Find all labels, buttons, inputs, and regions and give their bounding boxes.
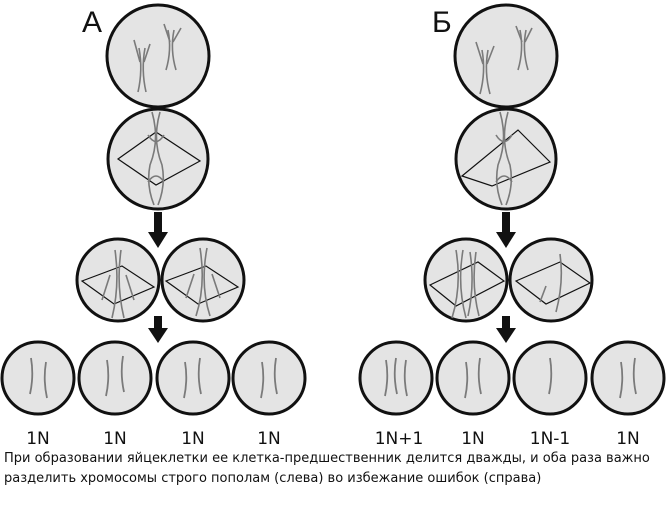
daughter-cell-b2 [435,340,511,416]
chromosome-icon [548,357,553,395]
ploidy-label-a4: 1N [257,429,281,449]
down-arrow-icon [148,316,168,343]
spindle-icon [514,261,592,305]
metaphase-cell-b [454,107,558,211]
parent-cell-a [105,3,211,109]
down-arrow-icon [496,316,516,343]
meiosis-ii-cell-b2 [508,237,594,323]
spindle-icon [428,261,506,307]
chromosome-icon [464,357,482,399]
meiosis-ii-cell-a1 [75,237,161,323]
chromosome-icon [147,111,165,206]
panel-b: 1N+1 1N 1N-1 1N [358,3,666,449]
down-arrow-icon [148,212,168,248]
chromosome-icon [29,357,48,399]
figure-caption: При образовании яйцеклетки ее клетка-пре… [4,449,666,489]
chromosome-icon [451,249,480,319]
spindle-icon [460,129,552,187]
chromosome-icon [539,253,563,313]
chromosome-icon [260,357,278,399]
chromosome-icon [619,357,637,399]
ploidy-label-b2: 1N [461,429,485,449]
ploidy-label-a2: 1N [103,429,127,449]
chromosome-icon [384,357,408,397]
daughter-cell-a3 [155,340,231,416]
ploidy-label-a3: 1N [181,429,205,449]
panel-a: 1N 1N 1N 1N [0,3,307,449]
ploidy-label-b4: 1N [616,429,640,449]
chromosome-icon [133,23,182,93]
metaphase-cell-a [106,107,210,211]
meiosis-ii-cell-a2 [160,237,246,323]
chromosome-icon [101,249,135,319]
caption-line-2: разделить хромосомы строго пополам (слев… [4,471,542,486]
spindle-icon [116,131,202,186]
panel-label-a: А [82,6,102,39]
meiosis-ii-cell-b1 [423,237,509,323]
chromosome-icon [475,25,533,95]
chromosome-icon [495,111,513,206]
ploidy-label-a1: 1N [26,429,50,449]
daughter-cell-b4 [590,340,666,416]
daughter-cell-a4 [231,340,307,416]
daughter-cell-b1 [358,340,434,416]
chromosome-icon [105,355,125,397]
chromosome-icon [185,247,221,317]
ploidy-label-b1: 1N+1 [375,429,424,449]
daughter-cell-a2 [77,340,153,416]
daughter-cell-b3 [512,340,588,416]
chromosome-icon [183,357,202,399]
panel-label-b: Б [432,6,452,39]
daughter-cell-a1 [0,340,76,416]
caption-line-1: При образовании яйцеклетки ее клетка-пре… [4,451,650,466]
parent-cell-b [453,3,559,109]
ploidy-label-b3: 1N-1 [530,429,570,449]
down-arrow-icon [496,212,516,248]
